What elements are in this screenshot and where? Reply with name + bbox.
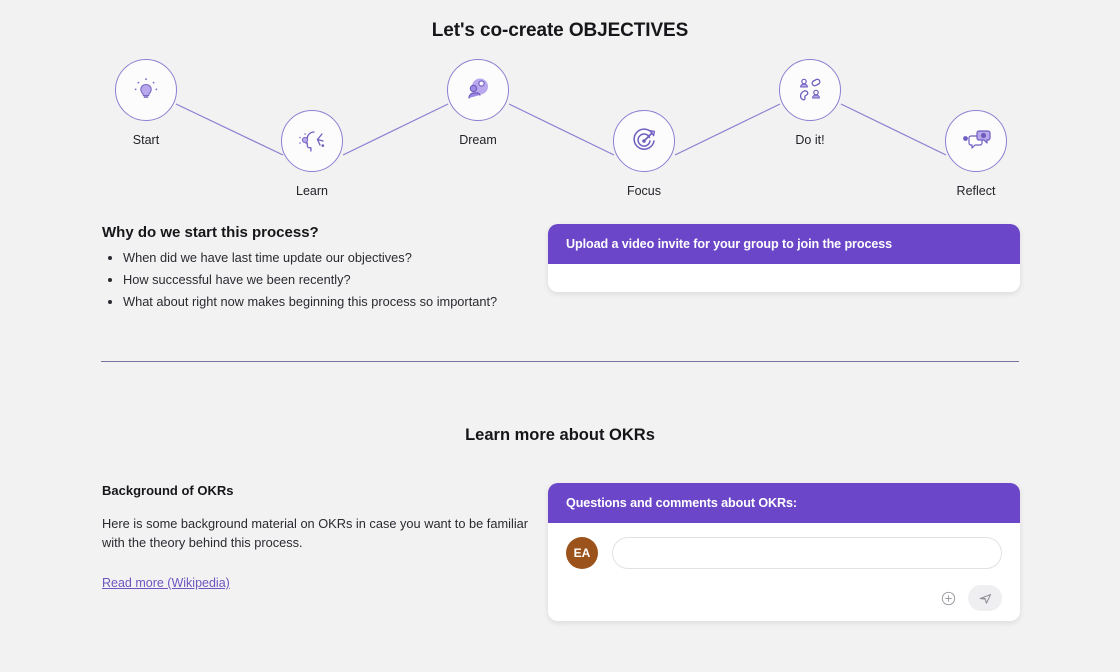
journey-step-label: Dream (459, 133, 497, 147)
journey-step-label: Reflect (956, 184, 996, 198)
objectives-section: Why do we start this process? When did w… (0, 224, 1120, 362)
comment-compose-row: EA (548, 523, 1020, 577)
comments-panel-header: Questions and comments about OKRs: (548, 483, 1020, 523)
journey-step-bubble[interactable] (281, 110, 343, 172)
journey-stepper: Start Learn Dream (0, 54, 1120, 224)
journey-step-label: Do it! (795, 133, 825, 147)
background-okrs-text: Here is some background material on OKRs… (102, 516, 529, 550)
learn-more-section: Background of OKRs Here is some backgrou… (0, 483, 1120, 621)
lightbulb-idea-icon (134, 78, 158, 98)
list-item: When did we have last time update our ob… (123, 247, 548, 269)
target-arrow-icon (633, 128, 656, 150)
page-title: Let's co-create OBJECTIVES (431, 20, 689, 41)
why-start-question-list: When did we have last time update our ob… (102, 247, 548, 313)
team-tasks-icon (799, 78, 821, 101)
journey-step-bubble[interactable] (447, 59, 509, 121)
journey-step-bubble[interactable] (945, 110, 1007, 172)
learn-more-title: Learn more about OKRs (465, 426, 655, 444)
list-item: What about right now makes beginning thi… (123, 291, 548, 313)
journey-step-label: Learn (296, 184, 328, 198)
chat-reflection-icon (963, 130, 991, 149)
send-paper-plane-icon (979, 593, 991, 604)
comments-panel-body: EA (548, 523, 1020, 621)
avatar: EA (566, 537, 598, 569)
why-start-block: Why do we start this process? When did w… (80, 224, 548, 313)
plus-circle-icon[interactable] (938, 588, 958, 608)
journey-step-start[interactable]: Start (115, 59, 177, 147)
upload-panel-dropzone[interactable] (548, 264, 1020, 292)
journey-step-focus[interactable]: Focus (613, 110, 675, 198)
comments-panel: Questions and comments about OKRs: EA (548, 483, 1020, 621)
background-okrs-heading: Background of OKRs (102, 483, 234, 498)
journey-step-bubble[interactable] (779, 59, 841, 121)
send-button[interactable] (968, 585, 1002, 611)
journey-step-reflect[interactable]: Reflect (945, 110, 1007, 198)
journey-step-learn[interactable]: Learn (281, 110, 343, 198)
person-dreaming-icon (468, 78, 488, 99)
journey-step-label: Start (132, 133, 160, 147)
journey-step-dream[interactable]: Dream (447, 59, 509, 147)
journey-step-label: Focus (626, 184, 662, 198)
why-start-heading: Why do we start this process? (102, 224, 319, 241)
list-item: How successful have we been recently? (123, 269, 548, 291)
wikipedia-read-more-link[interactable]: Read more (Wikipedia) (102, 576, 230, 590)
comment-input[interactable] (612, 537, 1002, 569)
journey-step-bubble[interactable] (613, 110, 675, 172)
background-okrs-block: Background of OKRs Here is some backgrou… (80, 483, 548, 592)
section-divider (101, 361, 1019, 362)
comment-actions (548, 577, 1020, 621)
head-profile-learning-icon (299, 131, 325, 152)
upload-panel-header: Upload a video invite for your group to … (548, 224, 1020, 264)
journey-step-do-it[interactable]: Do it! (779, 59, 841, 147)
upload-video-panel[interactable]: Upload a video invite for your group to … (548, 224, 1020, 292)
journey-step-bubble[interactable] (115, 59, 177, 121)
